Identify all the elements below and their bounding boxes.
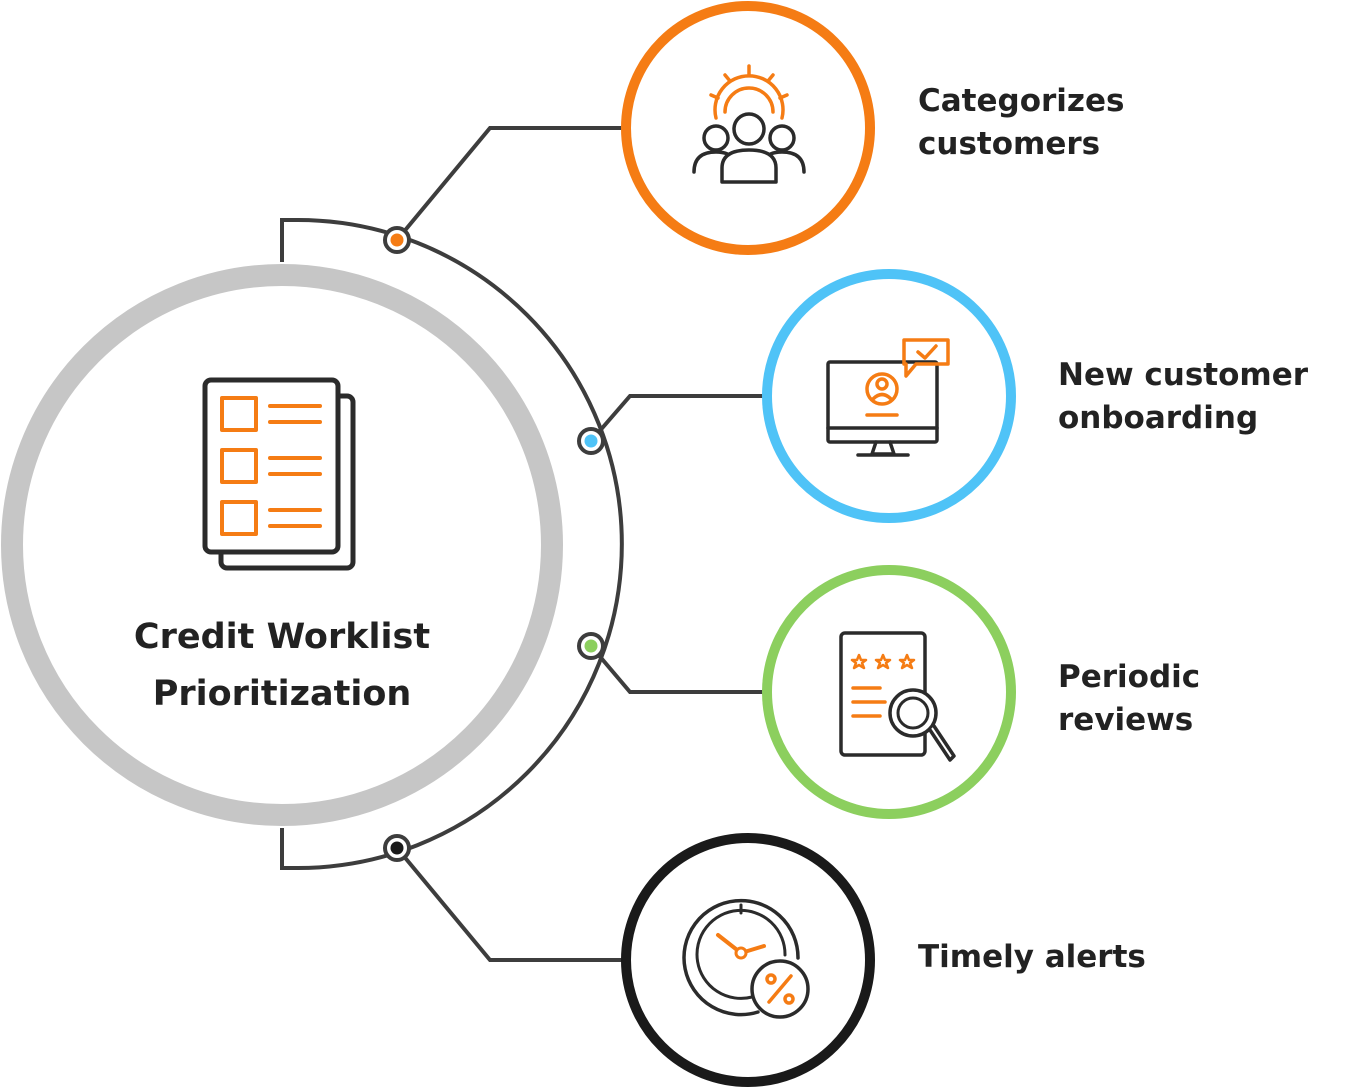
junction-dot-3 (577, 632, 605, 660)
item-label-line-1: Periodic (1058, 659, 1201, 695)
center-title: Credit Worklist Prioritization (92, 609, 472, 723)
item-label-alerts: Timely alerts (918, 936, 1146, 979)
branch-line-4 (395, 846, 622, 962)
team-gear-icon (692, 64, 806, 184)
item-label-line-1: Categorizes (918, 83, 1125, 119)
connector-arc (280, 218, 624, 870)
document-rating-search-icon (839, 631, 956, 762)
center-title-line-2: Prioritization (152, 674, 412, 714)
checklist-document-icon (202, 377, 356, 571)
item-label-line-2: reviews (1058, 702, 1194, 738)
junction-dot-2 (577, 427, 605, 455)
branch-line-3 (589, 644, 763, 694)
item-label-line-2: customers (918, 126, 1101, 162)
item-label-line-1: New customer (1058, 357, 1309, 393)
junction-dot-1 (383, 226, 411, 254)
branch-line-2 (589, 394, 763, 443)
item-ring-reviews (762, 565, 1016, 819)
center-title-line-1: Credit Worklist (133, 617, 431, 657)
center-ring (1, 264, 563, 826)
branch-line-1 (395, 126, 622, 242)
item-label-reviews: Periodic reviews (1058, 656, 1200, 742)
item-ring-alerts (621, 833, 875, 1087)
item-label-line-2: onboarding (1058, 400, 1259, 436)
clock-percent-icon (682, 898, 810, 1019)
item-label-categorizes: Categorizes customers (918, 80, 1124, 166)
monitor-user-check-icon (826, 338, 950, 457)
junction-dot-4 (383, 834, 411, 862)
item-label-onboarding: New customer onboarding (1058, 354, 1308, 440)
item-label-line-1: Timely alerts (918, 939, 1146, 975)
